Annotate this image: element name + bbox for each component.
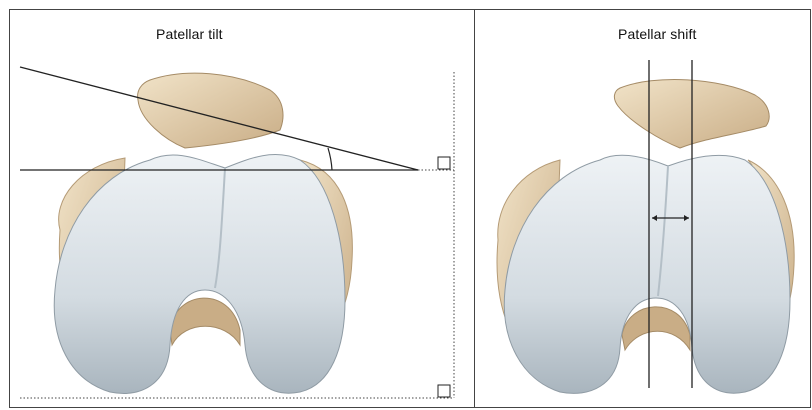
tilt-patella <box>138 73 283 148</box>
shift-panel-title: Patellar shift <box>618 26 696 42</box>
tilt-cartilage <box>54 155 345 394</box>
shift-femur <box>497 155 794 393</box>
shift-notch <box>622 307 690 350</box>
tilt-panel-title: Patellar tilt <box>156 26 223 42</box>
shift-cartilage <box>504 155 790 393</box>
tilt-angle-arc <box>328 148 332 170</box>
right-angle-marker-bottom <box>438 385 450 397</box>
tilt-femur <box>54 155 352 394</box>
right-angle-marker-top <box>438 157 450 169</box>
